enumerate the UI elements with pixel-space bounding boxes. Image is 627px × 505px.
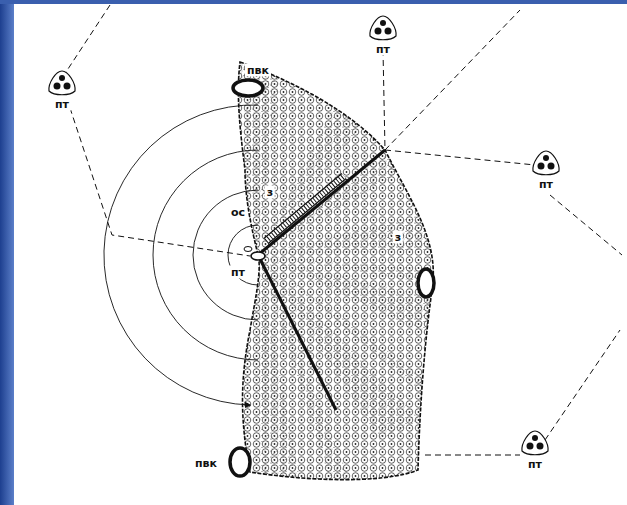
vessel-label: пвк (245, 64, 271, 77)
structure-label: ос (229, 206, 247, 219)
lobule-axis (258, 255, 336, 410)
portal-tract-label: пт (526, 458, 544, 471)
portal-triad-icon (522, 431, 548, 455)
portal-vessel (244, 247, 252, 252)
portal-triad-icon (49, 71, 75, 95)
slide-border (0, 0, 627, 4)
central-vein (230, 448, 250, 476)
portal-tract-label: пт (53, 98, 71, 111)
portal-triad-icon (370, 16, 396, 40)
central-vein (233, 80, 263, 96)
portal-tract-label: пт (537, 178, 555, 191)
portal-tract-label: пт (374, 43, 392, 56)
hatched-duct (266, 176, 344, 241)
lobule-outline (238, 62, 433, 480)
lobule-axis (258, 150, 385, 255)
dashed-boundary (66, 5, 622, 455)
vessel-label: пвк (193, 457, 219, 470)
slide-border (0, 0, 14, 505)
zone-label: з (393, 231, 403, 244)
portal-vessel (251, 252, 265, 260)
zone-label: з (265, 186, 275, 199)
gradient-arcs (104, 105, 258, 405)
portal-triad-icon (533, 151, 559, 175)
central-vein (418, 269, 434, 297)
lobule-tissue (220, 50, 450, 490)
portal-tract-label: пт (229, 266, 247, 279)
